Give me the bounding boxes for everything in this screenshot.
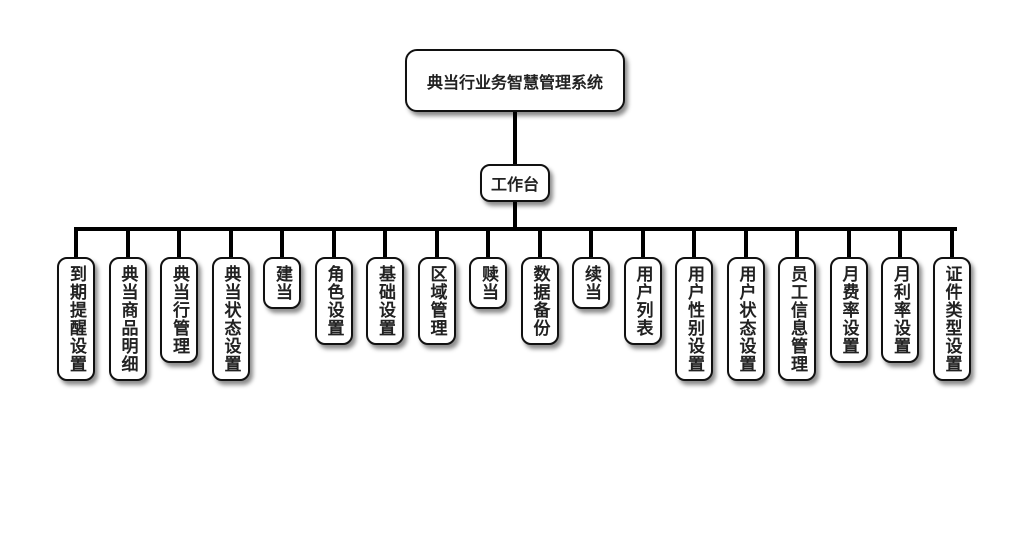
child-node-label: 用户状态设置 (735, 265, 756, 373)
child-node: 证件类型设置 (932, 257, 971, 381)
child-node-label: 用户列表 (632, 265, 653, 337)
child-node: 到期提醒设置 (57, 257, 95, 381)
workbench-node-label: 工作台 (490, 175, 539, 194)
connector-child (331, 229, 336, 259)
child-node: 用户性别设置 (675, 257, 713, 381)
child-node-label: 月利率设置 (890, 265, 910, 355)
child-node: 员工信息管理 (778, 257, 816, 381)
child-node-label: 用户性别设置 (684, 265, 704, 373)
child-node: 月费率设置 (829, 257, 868, 363)
connector-child (795, 229, 799, 259)
child-node: 续当 (572, 257, 610, 309)
connector-child (125, 229, 130, 259)
child-node: 赎当 (469, 257, 507, 309)
child-node-label: 月费率设置 (838, 265, 859, 355)
root-node-label: 典当行业务智慧管理系统 (426, 72, 603, 92)
connector-child (743, 229, 748, 259)
child-node: 典当状态设置 (211, 257, 250, 381)
child-node-label: 基础设置 (375, 265, 395, 337)
connector-horizontal-bus (74, 227, 957, 231)
connector-child (383, 229, 387, 259)
child-node-label: 赎当 (478, 265, 498, 301)
child-node: 区域管理 (417, 257, 456, 345)
connector-child (228, 229, 233, 259)
workbench-node: 工作台 (480, 164, 550, 202)
connector-middle-bus (513, 202, 517, 229)
root-node: 典当行业务智慧管理系统 (405, 49, 625, 112)
child-node: 角色设置 (314, 257, 353, 345)
connector-child (486, 229, 490, 259)
connector-child (589, 229, 593, 259)
connector-child (74, 229, 78, 259)
connector-child (280, 229, 284, 259)
child-node-label: 典当商品明细 (117, 265, 138, 373)
child-node: 建当 (263, 257, 301, 309)
child-node: 典当行管理 (160, 257, 198, 363)
child-node-label: 证件类型设置 (941, 265, 962, 373)
child-node-label: 数据备份 (529, 265, 550, 337)
connector-child (640, 229, 645, 259)
child-node-label: 区域管理 (426, 265, 447, 337)
child-node-label: 到期提醒设置 (66, 265, 86, 373)
child-node-label: 角色设置 (323, 265, 344, 337)
connector-child (846, 229, 851, 259)
connector-child (537, 229, 542, 259)
child-node: 月利率设置 (881, 257, 919, 363)
child-node: 基础设置 (366, 257, 404, 345)
connector-root-middle (513, 112, 517, 164)
child-node-label: 续当 (581, 265, 601, 301)
connector-child (177, 229, 181, 259)
child-node: 用户列表 (623, 257, 662, 345)
child-node-label: 员工信息管理 (787, 265, 807, 373)
child-node-label: 建当 (272, 265, 292, 301)
child-node: 用户状态设置 (726, 257, 765, 381)
connector-child (949, 229, 954, 259)
child-node-label: 典当行管理 (169, 265, 189, 355)
child-node: 数据备份 (520, 257, 559, 345)
child-node: 典当商品明细 (108, 257, 147, 381)
child-node-label: 典当状态设置 (220, 265, 241, 373)
connector-child (692, 229, 696, 259)
connector-child (434, 229, 439, 259)
connector-child (898, 229, 902, 259)
